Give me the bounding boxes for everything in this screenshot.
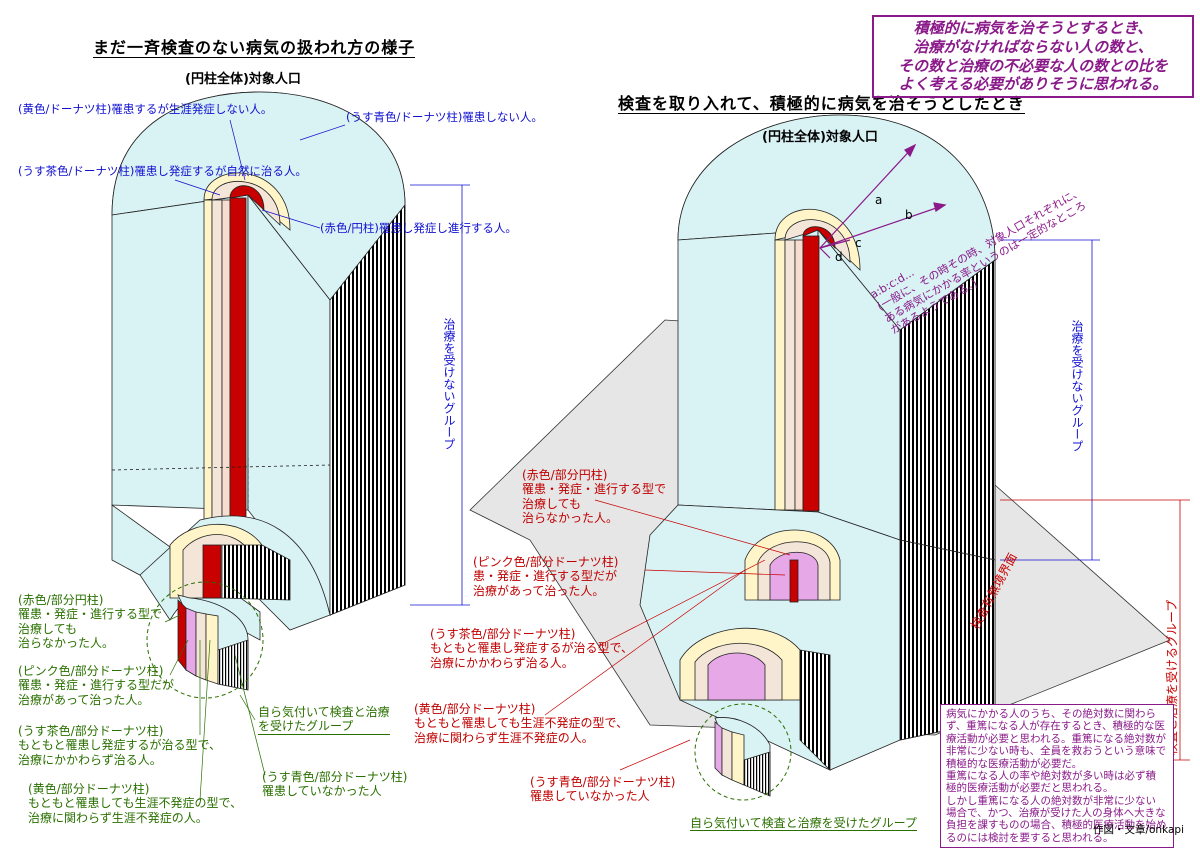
right-vertical-label: 治療を受けないグループ — [1070, 320, 1084, 452]
left-label-beige: (うす茶色/ドーナツ柱)罹患し発症するが自然に治る人。 — [18, 164, 307, 178]
left-title: まだ一斉検査のない病気の扱われ方の様子 — [93, 38, 416, 59]
left-sub-pink: (ピンク色/部分ドーナツ柱) 罹患・発症・進行する型だが 治療があって治った人。 — [18, 664, 175, 707]
credit: 作図・文章/onkapi — [1092, 824, 1184, 836]
letter-a: a — [875, 193, 883, 207]
left-green-leaders — [164, 614, 266, 801]
letter-c: c — [855, 236, 862, 250]
left-leaders — [174, 119, 346, 229]
left-lightblue-label: (うす青色/部分ドーナツ柱) 罹患していなかった人 — [262, 770, 408, 799]
left-vertical-label: 治療を受けないグループ — [442, 318, 456, 450]
right-red-leaders — [544, 499, 791, 771]
right-cylinder — [639, 114, 996, 797]
left-group-label: 自ら気付いて検査と治療 を受けたグループ — [258, 705, 390, 735]
letter-d: d — [835, 250, 843, 264]
left-measure-line — [410, 184, 470, 606]
right-sub-lightblue: (うす青色/部分ドーナツ柱) 罹患していなかった人 — [530, 775, 676, 804]
left-zoom-circle — [146, 581, 264, 699]
left-sub-red: (赤色/部分円柱) 罹患・発症・進行する型で 治療しても 治らなかった人。 — [18, 593, 163, 651]
top-note: 積極的に病気を治そうとするとき、 治療がなければならない人の数と、 その数と治療… — [872, 15, 1194, 98]
left-population-label: (円柱全体)対象人口 — [185, 72, 301, 87]
left-cylinder — [111, 91, 406, 691]
right-measure-line — [1000, 239, 1100, 561]
left-sub-beige: (うす茶色/部分ドーナツ柱) もともと罹患し発症するが治る型で、 治療にかかわら… — [18, 724, 222, 767]
left-sub-yellow: (黄色/部分ドーナツ柱) もともと罹患しても生涯不発症の型で、 治療に関わらず生… — [28, 782, 243, 825]
radius-arrows — [819, 143, 947, 259]
left-label-red: (赤色/円柱)罹患し発症し進行する人。 — [320, 221, 517, 235]
right-group-label: 自ら気付いて検査と治療を受けたグループ — [690, 816, 917, 832]
right-sub-beige: (うす茶色/部分ドーナツ柱) もともと罹患し発症するが治る型で、 治療にかかわら… — [430, 627, 634, 670]
left-label-lightblue: (うす青色/ドーナツ柱)罹患しない人。 — [346, 110, 543, 124]
bottom-note: 病気にかかる人のうち、その絶対数に関わら ず、重篤になる人が存在するとき、積極的… — [940, 704, 1174, 849]
right-sub-red: (赤色/部分円柱) 罹患・発症・進行する型で 治療しても 治らなかった人。 — [522, 468, 667, 526]
left-label-yellow: (黄色/ドーナツ柱)罹患するが生涯発症しない人。 — [18, 102, 273, 116]
right-sub-yellow: (黄色/部分ドーナツ柱) もともと罹患しても生涯不発症の型で、 治療に関わらず生… — [414, 702, 629, 745]
right-title: 検査を取り入れて、積極的に病気を治そうとしたとき — [618, 94, 1025, 115]
right-population-label: (円柱全体)対象人口 — [762, 130, 878, 145]
right-zoom-circle — [694, 703, 792, 801]
right-sub-pink: (ピンク色/部分ドーナツ柱) 患・発症・進行する型だが 治療があって治った人。 — [473, 555, 619, 598]
letter-b: b — [905, 208, 913, 222]
